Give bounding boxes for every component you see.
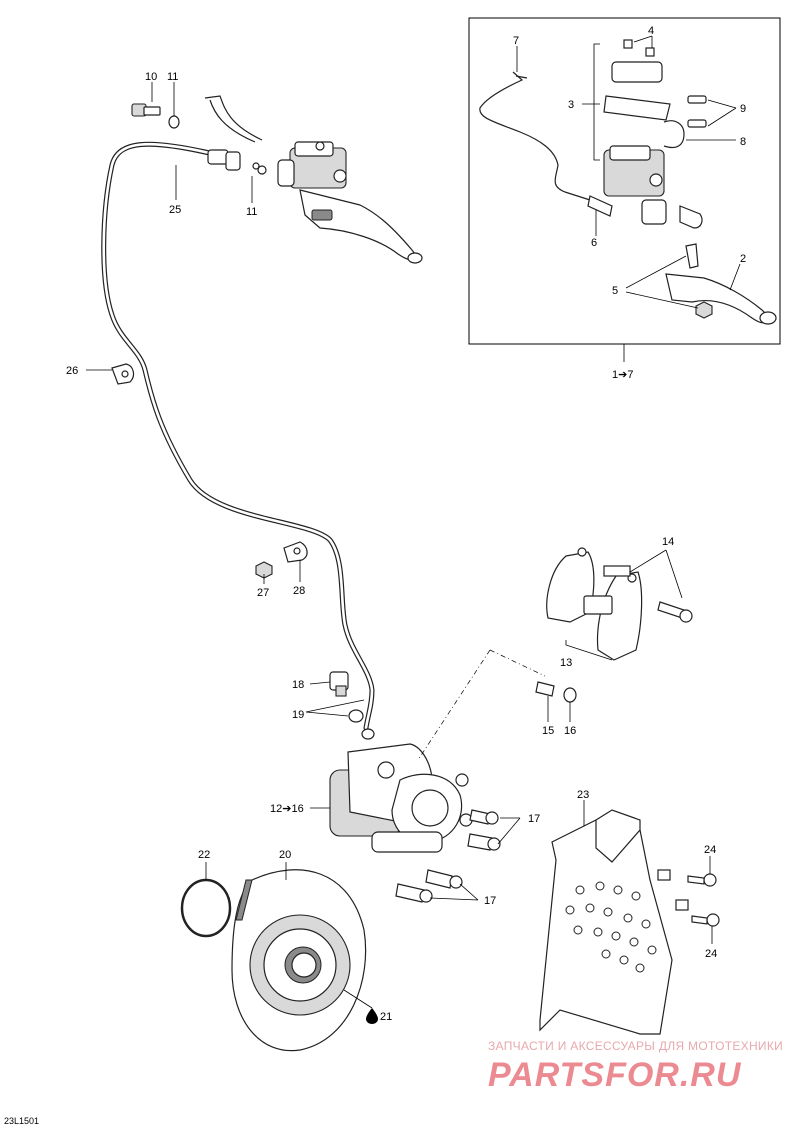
o-ring <box>180 878 232 938</box>
callout-24-bottom: 24 <box>705 948 717 960</box>
hose-clip <box>255 541 308 579</box>
callout-23: 23 <box>577 789 589 801</box>
kit-inset-frame <box>468 17 781 345</box>
callout-15: 15 <box>542 725 554 737</box>
callout-17-bottom: 17 <box>484 895 496 907</box>
callout-11-top: 11 <box>167 71 178 83</box>
caliper-banjo-bolt <box>329 671 375 740</box>
callout-11-bottom: 11 <box>246 206 257 218</box>
callout-28: 28 <box>293 585 305 597</box>
brake-disc <box>231 869 367 1052</box>
master-cylinder-assembly <box>204 95 423 264</box>
callout-19: 19 <box>292 709 304 721</box>
kit-brake-lever <box>665 243 777 325</box>
callout-5: 5 <box>612 285 618 297</box>
callout-22: 22 <box>198 849 210 861</box>
callout-24-top: 24 <box>704 844 716 856</box>
callout-10: 10 <box>145 71 157 83</box>
oil-drop-icon <box>366 1008 378 1024</box>
bleeder-valve <box>535 681 577 703</box>
kit-master-cylinder <box>479 39 707 229</box>
disc-guard <box>539 809 689 1035</box>
callout-9: 9 <box>740 103 746 115</box>
callout-kit-12-16: 12➔16 <box>270 803 304 815</box>
callout-3: 3 <box>568 99 574 111</box>
brake-caliper <box>329 743 473 853</box>
callout-2: 2 <box>740 253 746 265</box>
watermark-tagline: ЗАПЧАСТИ И АКСЕССУАРЫ ДЛЯ МОТОТЕХНИКИ <box>488 1039 783 1053</box>
callout-25: 25 <box>169 204 181 216</box>
callout-13: 13 <box>560 657 572 669</box>
callout-18: 18 <box>292 679 304 691</box>
callout-20: 20 <box>279 849 291 861</box>
callout-4: 4 <box>648 25 654 37</box>
callout-kit-1-7: 1➔7 <box>612 369 633 381</box>
callout-27: 27 <box>257 587 269 599</box>
caliper-bolts <box>395 809 501 903</box>
watermark-logo-text: PARTSFOR.RU <box>488 1056 742 1094</box>
callout-8: 8 <box>740 136 746 148</box>
callout-14: 14 <box>662 536 674 548</box>
callout-17-top: 17 <box>528 813 540 825</box>
brake-hose <box>101 141 375 731</box>
callout-26: 26 <box>66 365 78 377</box>
watermark: ЗАПЧАСТИ И АКСЕССУАРЫ ДЛЯ МОТОТЕХНИКИ PA… <box>488 1039 783 1094</box>
guard-screws <box>687 873 720 927</box>
brake-pads <box>546 547 693 661</box>
callout-21: 21 <box>380 1011 392 1023</box>
hose-clamp <box>111 363 135 385</box>
callout-7: 7 <box>513 35 519 47</box>
callout-16: 16 <box>564 725 576 737</box>
banjo-bolt <box>131 103 180 129</box>
leader-lines <box>86 35 741 1009</box>
callouts: 10 11 25 11 26 7 4 3 9 8 6 2 5 1➔7 14 13… <box>66 25 746 1024</box>
callout-6: 6 <box>591 237 597 249</box>
drawing-code: 23L1501 <box>4 1116 39 1126</box>
